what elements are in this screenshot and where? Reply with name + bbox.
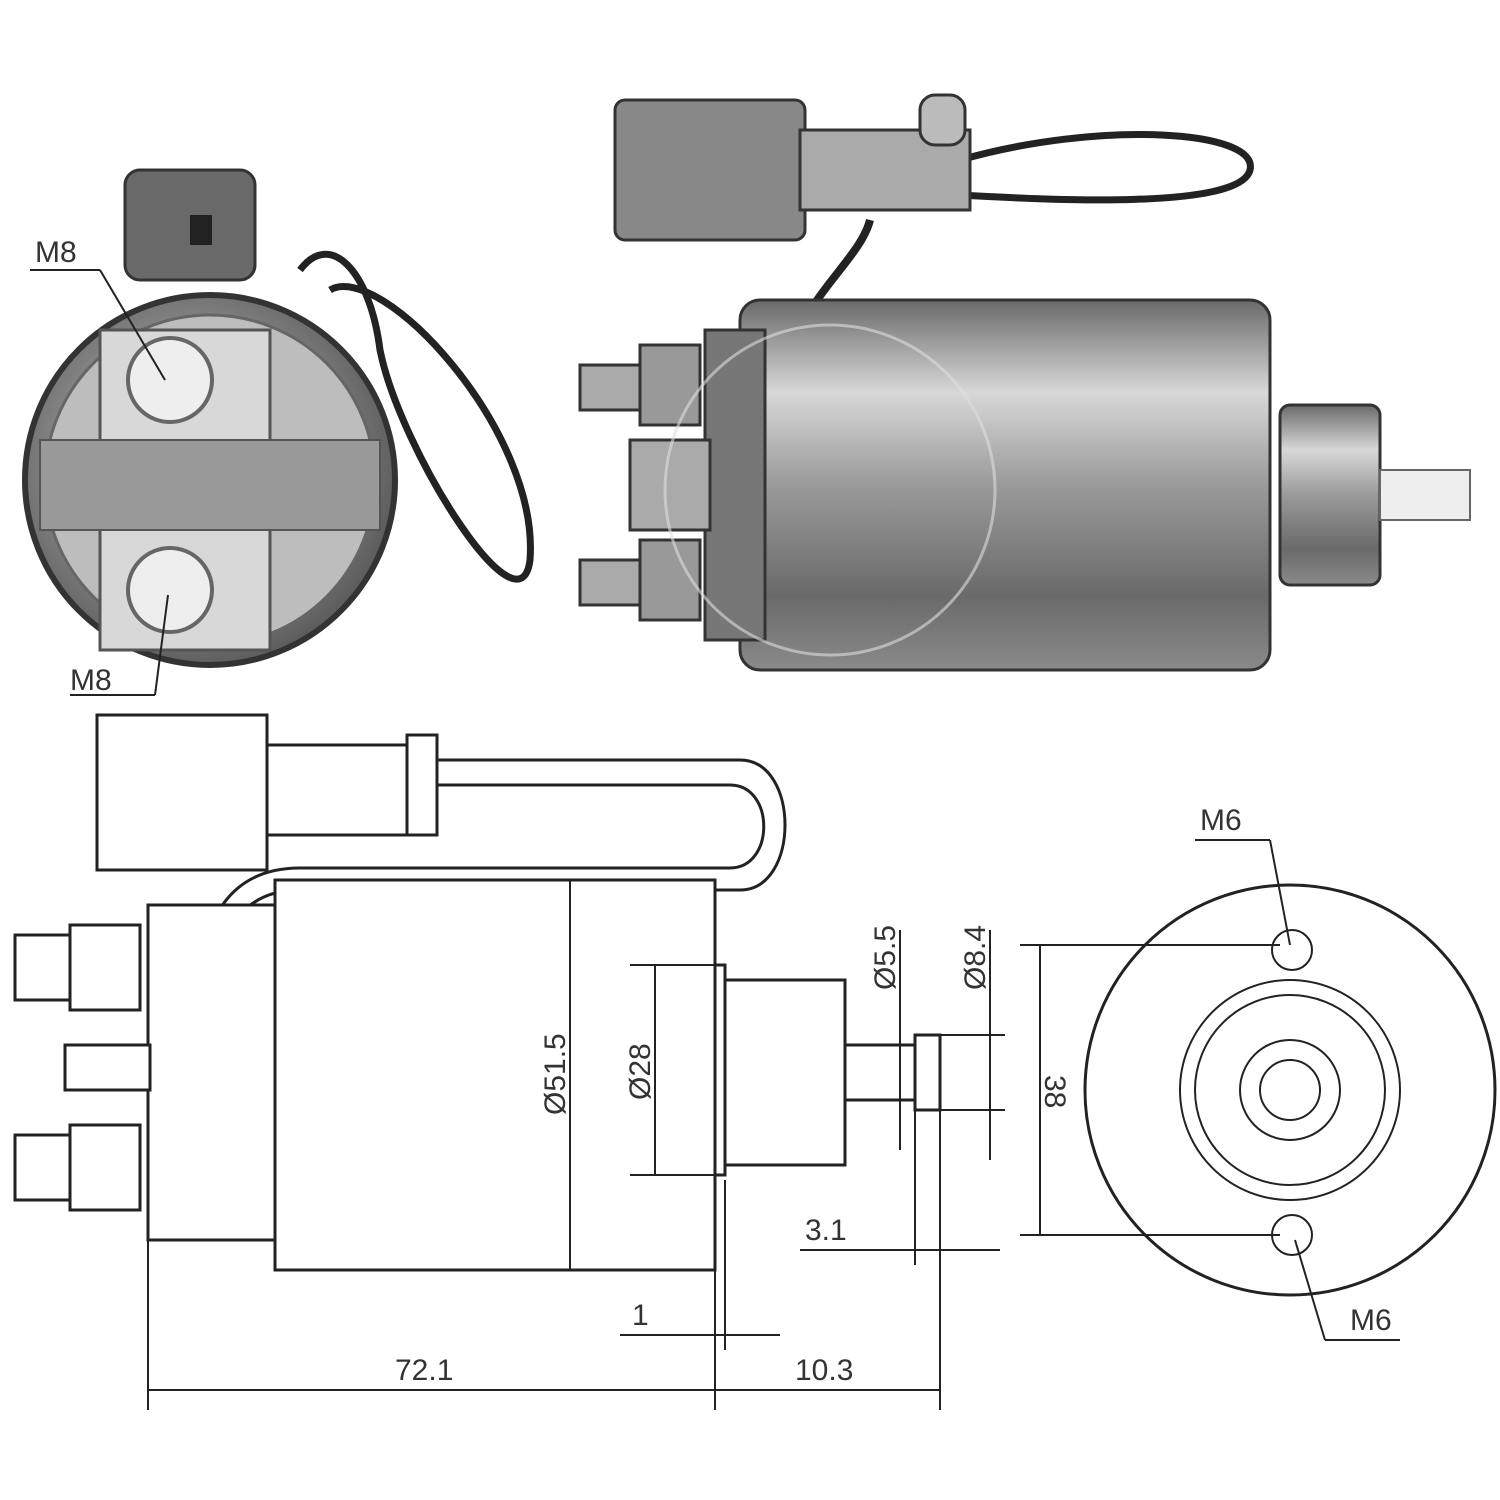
- end-view-photo: M8 M8: [22, 168, 534, 697]
- side-view-drawing: 72.1 10.3 1 3.1 Ø51.5 Ø28 Ø5.5 Ø8.4: [13, 713, 1005, 1410]
- dim-72-1: 72.1: [395, 1354, 453, 1387]
- dim-d8-4: Ø8.4: [959, 925, 992, 990]
- dim-38: 38: [1038, 1075, 1071, 1108]
- dim-d51-5: Ø51.5: [539, 1033, 572, 1115]
- side-view-photo: [578, 93, 1471, 672]
- dim-d5-5: Ø5.5: [869, 925, 902, 990]
- dim-1: 1: [632, 1299, 649, 1332]
- label-m6-top: M6: [1200, 804, 1242, 837]
- dim-10-3: 10.3: [795, 1354, 853, 1387]
- label-m8-top: M8: [35, 236, 77, 269]
- dim-3-1: 3.1: [805, 1214, 847, 1247]
- wire: [297, 250, 534, 583]
- label-m6-bottom: M6: [1350, 1304, 1392, 1337]
- connector: [613, 98, 807, 242]
- end-view-drawing: 38 M6 M6: [1020, 804, 1497, 1341]
- label-m8-bottom: M8: [70, 664, 112, 697]
- dim-d28: Ø28: [624, 1043, 657, 1100]
